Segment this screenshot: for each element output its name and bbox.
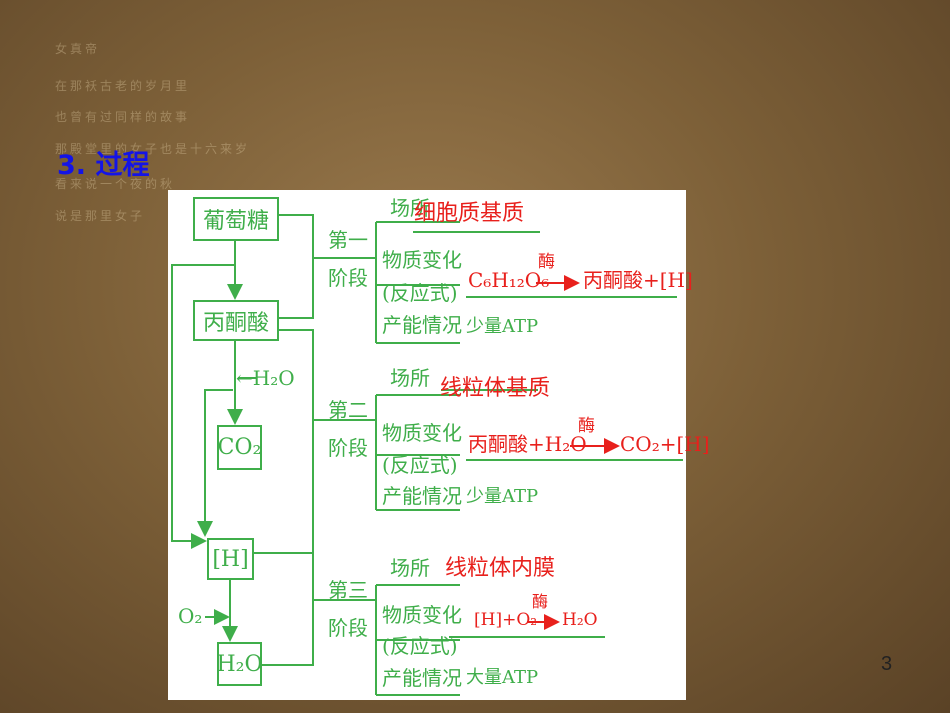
background-text: 也曾有过同样的故事 [55,110,191,124]
change-label: 物质变化 [382,248,462,272]
enzyme-label: 酶 [538,252,555,272]
stage-name: 第一 [328,228,368,252]
energy-value: 大量ATP [466,667,539,688]
stage-site: 线粒体内膜 [445,556,556,581]
reaction-label: (反应式) [382,634,458,658]
stage-name: 阶段 [328,436,368,460]
h2o-box: H₂O [216,642,263,686]
reaction-left: 丙酮酸+H₂O [468,432,587,456]
background-text: 说是那里女子 [55,209,146,223]
reaction-right: CO₂+[H] [620,432,710,456]
enzyme-label: 酶 [578,416,595,436]
site-label: 场所 [390,196,430,220]
background-text: 看来说一个夜的秋 [55,177,176,191]
water-input: ←H₂O [236,366,295,390]
background-text: 那殿堂里的女子也是十六来岁 [55,142,251,156]
glucose-box: 葡萄糖 [193,197,279,241]
stage-name: 阶段 [328,266,368,290]
h-box: [H] [207,538,254,580]
stage-site: 细胞质基质 [414,201,525,226]
slide-title: 3. 过程 [57,150,150,181]
reaction-left: C₆H₁₂O₆ [468,268,550,292]
reaction-right: H₂O [562,610,598,630]
stage-name: 第三 [328,578,368,602]
reaction-label: (反应式) [382,281,458,305]
stage-name: 第二 [328,398,368,422]
change-label: 物质变化 [382,603,462,627]
pyruvate-box: 丙酮酸 [193,300,279,341]
page-number: 3 [881,653,893,675]
energy-label: 产能情况 [382,666,462,690]
energy-label: 产能情况 [382,313,462,337]
energy-value: 少量ATP [466,316,539,337]
energy-label: 产能情况 [382,484,462,508]
reaction-left: [H]+O₂ [474,610,538,630]
site-label: 场所 [390,556,430,580]
reaction-right: 丙酮酸+[H] [583,268,693,292]
background-text: 女真帝 [55,42,101,56]
reaction-label: (反应式) [382,453,458,477]
oxygen-input: O₂ [178,604,203,628]
diagram-lines [171,214,683,696]
co2-box: CO₂ [217,425,262,470]
change-label: 物质变化 [382,421,462,445]
site-label: 场所 [390,366,430,390]
energy-value: 少量ATP [466,486,539,507]
enzyme-label: 酶 [532,592,549,611]
respiration-diagram: 葡萄糖 丙酮酸 CO₂ [H] H₂O ←H₂O O₂ 第一 阶段 场所 细胞质… [168,190,710,700]
stage-site: 线粒体基质 [440,376,551,401]
stage-name: 阶段 [328,616,368,640]
background-text: 在那袄古老的岁月里 [55,79,191,93]
